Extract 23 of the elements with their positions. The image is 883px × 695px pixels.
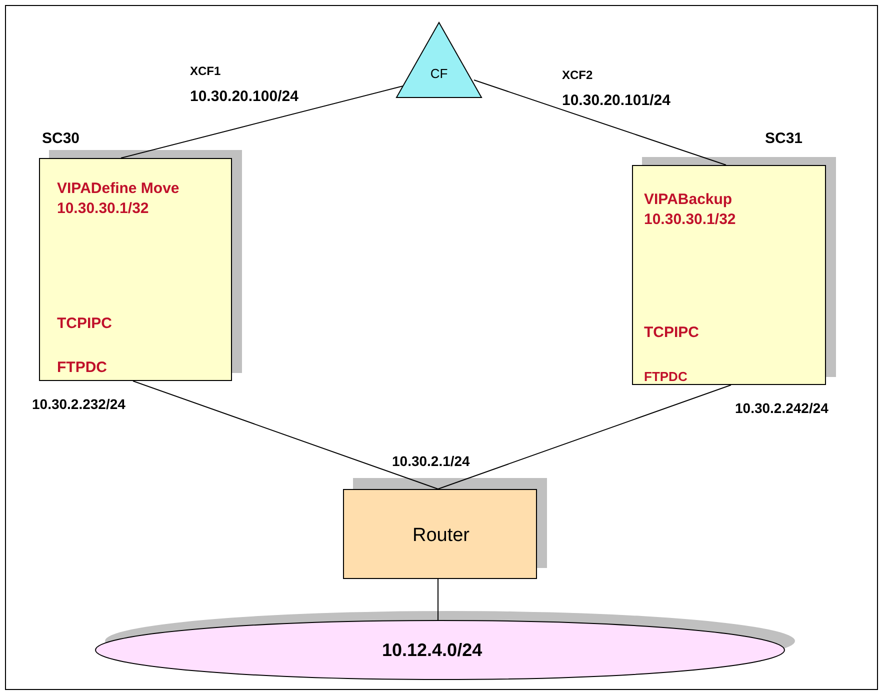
node-label: CF [429,66,449,83]
address-label: 10.30.20.100/24 [190,88,298,105]
address-label: 10.30.20.101/24 [562,92,670,109]
node-label: FTPDC [57,358,107,378]
address-label: 10.30.2.1/24 [392,453,470,469]
node-label: FTPDC [644,369,688,386]
node-label: VIPADefine Move 10.30.30.1/32 [57,179,180,218]
node-label: 10.12.4.0/24 [382,639,482,662]
address-label: XCF2 [562,68,593,82]
node-label: TCPIPC [644,323,700,342]
router-box [343,489,537,579]
address-label: 10.30.2.242/24 [735,400,828,416]
system-name: SC30 [42,129,80,148]
node-label: VIPABackup 10.30.30.1/32 [644,190,737,229]
address-label: XCF1 [190,64,221,78]
coupling-facility-triangle [396,22,482,98]
address-label: 10.30.2.232/24 [32,396,126,412]
node-label: Router [411,524,471,548]
connector-line [438,384,732,490]
system-name: SC31 [765,129,803,148]
network-ellipse [95,620,785,680]
connector-line [132,380,438,490]
node-label: TCPIPC [57,314,112,334]
